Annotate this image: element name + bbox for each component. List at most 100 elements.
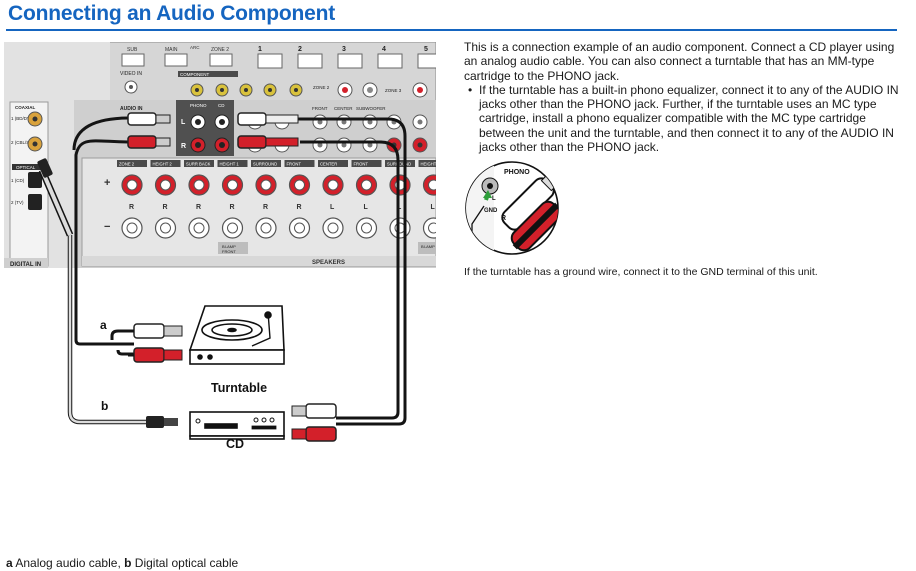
opt-2-label: 2 (TV): [11, 200, 24, 205]
opt-1-label: 1 (CD): [11, 178, 25, 183]
turntable-label: Turntable: [211, 381, 267, 395]
hdmi-label-sub: SUB: [127, 47, 138, 53]
speaker-terminal-plus-core: [260, 179, 272, 191]
hdmi-label-arc: ARC: [190, 45, 200, 50]
preout-front-label: FRONT: [312, 106, 328, 111]
connection-diagram: SUB MAIN ARC ZONE 2 1 2 3 4 5 VIDEO IN C…: [4, 42, 436, 451]
speaker-channel-letter: R: [129, 204, 134, 211]
speaker-terminal-minus-core: [361, 222, 372, 234]
speaker-label-bg: [184, 160, 214, 167]
speaker-label-bg: [418, 160, 436, 167]
phono-r-letter: R: [501, 215, 506, 222]
hdmi-in-4: 4: [382, 46, 386, 53]
bullet-mark: •: [468, 82, 473, 97]
audio-r-letter: R: [181, 143, 186, 150]
speaker-channel-letter: R: [230, 204, 235, 211]
receiver-rear-panel: SUB MAIN ARC ZONE 2 1 2 3 4 5 VIDEO IN C…: [4, 42, 436, 268]
speaker-group-label: HEIGHT 2: [153, 162, 173, 167]
optical-label: OPTICAL: [16, 165, 36, 170]
coax-2-label: 2 (CBL/SAT): [11, 140, 37, 145]
speaker-terminal-plus-core: [160, 179, 171, 191]
speakers-label: SPEAKERS: [312, 260, 345, 266]
bi-amp-label-1: BI-AMP: [222, 244, 236, 249]
hdmi-in-2: 2: [298, 46, 302, 53]
cable-legend: a Analog audio cable, b Digital optical …: [6, 556, 238, 570]
speaker-channel-letter: L: [431, 204, 436, 211]
digital-in-block: COAXIAL 1 (BD/DVD) 2 (CBL/SAT) OPTICAL 1…: [4, 105, 48, 268]
cable-a-letter: a: [100, 318, 107, 332]
title-rule: [6, 29, 897, 31]
speaker-label-bg: [284, 160, 315, 167]
bullet-text: If the turntable has a built-in phono eq…: [479, 82, 899, 155]
speaker-channel-letter: R: [263, 204, 268, 211]
gnd-label: GND: [484, 208, 498, 214]
legend-b-key: b: [124, 556, 132, 570]
bi-amp-front-label-1: FRONT: [222, 249, 236, 254]
speaker-terminal-plus-core: [294, 179, 305, 191]
video-component-row: VIDEO IN COMPONENT ZONE 2 ZONE 3: [120, 71, 428, 98]
speaker-terminal-minus-core: [260, 222, 272, 234]
speaker-group-label: HEIGHT 1: [220, 162, 240, 167]
preout-subwoofer-label: SUBWOOFER: [356, 106, 386, 111]
speaker-terminal-minus-core: [327, 222, 339, 234]
legend-b-text: Digital optical cable: [131, 556, 239, 570]
speaker-group-label: FRONT: [354, 162, 369, 167]
preout-center-label: CENTER: [334, 106, 353, 111]
speaker-plus: +: [104, 177, 110, 189]
hdmi-label-zone2: ZONE 2: [211, 47, 229, 53]
speaker-terminal-plus-core: [193, 179, 205, 191]
phono-jack-label: PHONO: [190, 103, 207, 108]
hdmi-in-group: 1 2 3 4 5: [257, 46, 436, 69]
hdmi-out-group: SUB MAIN ARC ZONE 2: [121, 45, 233, 67]
audio-l-letter: L: [181, 119, 186, 126]
speaker-label-bg: [251, 160, 281, 167]
coaxial-label: COAXIAL: [15, 105, 36, 110]
page-title: Connecting an Audio Component: [8, 2, 336, 25]
legend-a-text: Analog audio cable,: [12, 556, 125, 570]
hdmi-in-3: 3: [342, 46, 346, 53]
phono-gnd-illustration: PHONO GND L R: [465, 161, 559, 255]
zone3-label: ZONE 3: [385, 88, 402, 93]
speaker-terminal-plus-core: [227, 179, 238, 191]
intro-paragraph: This is a connection example of an audio…: [464, 40, 895, 83]
cd-player-device: [189, 411, 285, 440]
cd-side-plugs: [291, 403, 337, 442]
cd-label: CD: [226, 437, 244, 451]
phono-plug-pair: [127, 112, 171, 149]
speaker-label-bg: [117, 160, 147, 167]
optical-plug-cd: [146, 416, 178, 428]
speaker-label-bg: [318, 160, 348, 167]
speaker-terminal-minus-core: [160, 222, 171, 234]
speaker-terminal-minus-core: [126, 222, 138, 234]
video-in-label: VIDEO IN: [120, 71, 142, 77]
speaker-group-label: SURR BACK: [186, 162, 211, 167]
hdmi-in-5: 5: [424, 46, 428, 53]
analog-cable-a: [72, 116, 407, 426]
component-label: COMPONENT: [180, 72, 210, 77]
speaker-channel-letter: R: [163, 204, 168, 211]
coax-1-label: 1 (BD/DVD): [11, 116, 35, 121]
speaker-terminal-minus-core: [294, 222, 305, 234]
turntable-device: [188, 305, 285, 365]
speaker-label-bg: [385, 160, 415, 167]
speaker-channel-letter: L: [330, 204, 335, 211]
cd-audio-plug-pair: [237, 112, 299, 149]
speaker-group-label: FRONT: [287, 162, 302, 167]
speaker-terminal-plus-core: [126, 179, 138, 191]
speaker-terminal-minus-core: [193, 222, 205, 234]
speaker-group-label: ZONE 2: [119, 162, 135, 167]
bi-amp-label-2: BI-AMP: [421, 244, 435, 249]
legend-a-key: a: [6, 556, 13, 570]
optical-cable-b: [38, 168, 146, 425]
cd-jack-label: CD: [218, 103, 225, 108]
speaker-minus: −: [104, 221, 110, 233]
speaker-terminal-minus-core: [428, 222, 436, 234]
phono-label: PHONO: [504, 169, 530, 176]
speaker-channel-letter: R: [196, 204, 201, 211]
speaker-label-bg: [150, 160, 181, 167]
speaker-terminal-plus-core: [327, 179, 339, 191]
speaker-group-label: SURROUND: [253, 162, 277, 167]
description-block: This is a connection example of an audio…: [464, 40, 904, 154]
hdmi-label-main: MAIN: [165, 47, 178, 53]
